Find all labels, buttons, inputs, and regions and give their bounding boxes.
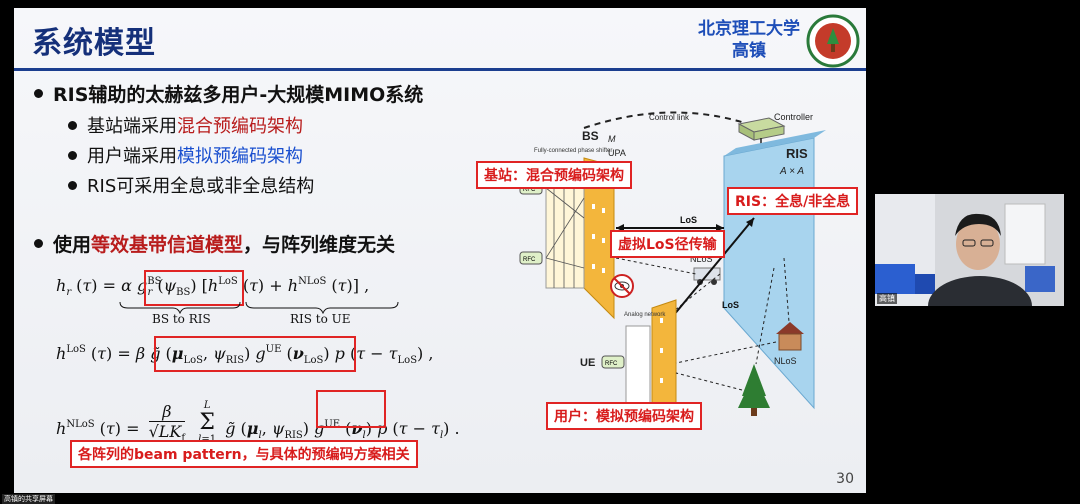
bullet-dot bbox=[34, 239, 43, 248]
tag-virtual-los: 虚拟LoS径传输 bbox=[610, 230, 725, 258]
slide-page-number: 30 bbox=[836, 471, 854, 487]
scatterer-house bbox=[776, 322, 804, 351]
svg-text:RFC: RFC bbox=[523, 257, 536, 263]
ue-analog-network bbox=[625, 325, 651, 407]
university-label: 北京理工大学 高镇 bbox=[694, 18, 804, 62]
blocked-eye-icon bbox=[610, 274, 634, 298]
bullet-dot bbox=[68, 120, 77, 130]
svg-text:RFC: RFC bbox=[605, 361, 618, 367]
phase-shifter-label: Fully-connected phase shifter bbox=[534, 148, 612, 154]
tag-ris-holographic: RIS：全息/非全息 bbox=[727, 187, 859, 215]
slide-title: 系统模型 bbox=[32, 26, 156, 61]
participant-name-label: 高镇 bbox=[877, 293, 897, 304]
equation-1: hr (τ) = α gBSr (ψBS) [hLoS (τ) + hNLoS … bbox=[56, 276, 370, 298]
ris-label: RIS bbox=[786, 146, 808, 161]
control-link-label: Control link bbox=[649, 113, 690, 122]
bullet-main-1: RIS辅助的太赫兹多用户-大规模MIMO系统 bbox=[34, 80, 423, 107]
scatterer-truck bbox=[693, 267, 721, 285]
highlight-box-nlos bbox=[316, 390, 386, 428]
ue-rfc: RFC bbox=[601, 355, 625, 369]
bullet-dot bbox=[68, 180, 77, 190]
brace-label-ris-ue: RIS to UE bbox=[290, 312, 351, 326]
control-link-arc bbox=[583, 111, 755, 129]
highlight-box-bs-ris bbox=[144, 270, 244, 306]
bullet-sub-3: RIS可采用全息或非全息结构 bbox=[68, 172, 314, 198]
analog-network-label: Analog network bbox=[624, 312, 666, 318]
participant-video-frame bbox=[875, 194, 1064, 306]
bullet-sub-2: 用户端采用模拟预编码架构 bbox=[68, 142, 303, 168]
author-name: 高镇 bbox=[732, 41, 766, 61]
note-box-beam-pattern: 各阵列的beam pattern，与具体的预编码方案相关 bbox=[70, 440, 418, 468]
bullet-dot bbox=[34, 89, 43, 98]
scatterer-tree bbox=[738, 364, 770, 416]
bullet-main-2: 使用等效基带信道模型，与阵列维度无关 bbox=[34, 230, 395, 257]
tag-ue-analog: 用户：模拟预编码架构 bbox=[546, 402, 702, 430]
participant-video-tile[interactable]: 高镇 bbox=[875, 194, 1064, 306]
los-label-mid: LoS bbox=[722, 300, 739, 310]
slide: 系统模型 北京理工大学 高镇 RIS辅助的太赫兹多用户-大规模MIMO系统 基站… bbox=[14, 8, 866, 493]
bullet-sub-1: 基站端采用混合预编码架构 bbox=[68, 112, 303, 138]
ris-panel bbox=[723, 137, 815, 410]
university-name: 北京理工大学 bbox=[698, 19, 800, 39]
ue-label: UE bbox=[580, 357, 595, 369]
screen-share-label: 高镇的共享屏幕 bbox=[2, 494, 55, 504]
bullet-dot bbox=[68, 150, 77, 160]
nlos-label-bottom: NLoS bbox=[774, 356, 797, 366]
highlight-box-los bbox=[154, 336, 356, 372]
ris-dims: A × A bbox=[779, 166, 804, 177]
university-logo bbox=[806, 14, 860, 68]
brace-lines bbox=[119, 301, 399, 314]
brace-label-bs-ris: BS to RIS bbox=[152, 312, 211, 326]
los-label-top: LoS bbox=[680, 215, 697, 225]
tag-bs-hybrid: 基站：混合预编码架构 bbox=[476, 161, 632, 189]
bs-rfc-2: RFC bbox=[519, 251, 543, 265]
controller-box bbox=[737, 117, 786, 141]
nlos-label-top: NLoS bbox=[690, 254, 713, 264]
header-divider bbox=[14, 68, 866, 71]
system-diagram: Control link Controller RIS A × A BS M U… bbox=[519, 111, 826, 424]
equation-3: hNLoS (τ) = β √LKf LΣl=1 g̃ (μl, ψRIS) g… bbox=[56, 400, 460, 445]
bs-label: BS bbox=[582, 129, 599, 143]
svg-text:RFC: RFC bbox=[523, 187, 536, 193]
controller-label: Controller bbox=[774, 112, 813, 122]
bs-dims: M bbox=[608, 134, 616, 144]
equation-2: hLoS (τ) = β g̃ (μLoS, ψRIS) gUE (νLoS) … bbox=[56, 344, 434, 366]
bs-upa-label: UPA bbox=[608, 148, 626, 158]
